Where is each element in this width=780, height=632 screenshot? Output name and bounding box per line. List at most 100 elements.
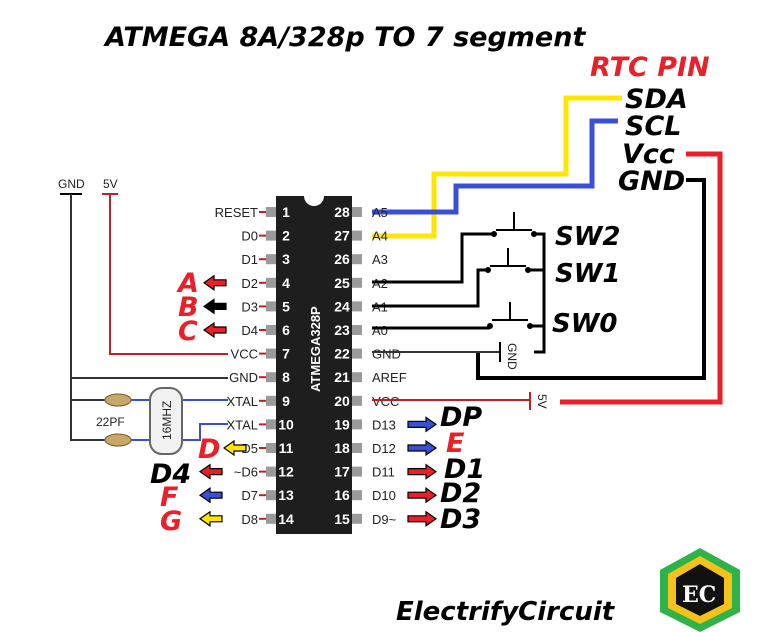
- left-pin-name: GND: [229, 370, 258, 385]
- signal-arrow-group: [198, 274, 438, 527]
- sda-wire: [372, 95, 622, 239]
- right-pin-23: [352, 325, 362, 335]
- segment-g-label: G: [160, 506, 182, 537]
- arrow-icon: [198, 487, 223, 504]
- left-pin-7: [266, 348, 276, 359]
- digit-d3-label: D3: [440, 504, 481, 535]
- atmega328p-chip: [276, 196, 352, 534]
- left-pin-name: D0: [241, 229, 258, 244]
- left-pin-name: RESET: [215, 205, 258, 220]
- left-pin-number: 14: [278, 511, 294, 527]
- right-pin-number: 18: [334, 440, 350, 456]
- right-pin-18: [352, 443, 362, 453]
- arrow-icon: [222, 439, 247, 457]
- digit-d2-label: D2: [440, 478, 481, 509]
- right-pin-15: [352, 513, 362, 524]
- right-pin-27: [352, 230, 362, 241]
- right-pin-name: A3: [372, 252, 388, 267]
- left-pin-number: 5: [282, 298, 290, 314]
- left-pin-12: [266, 466, 276, 477]
- pin20-vcc-label: 5V: [535, 394, 549, 409]
- right-pin-number: 28: [334, 204, 350, 220]
- right-pin-name: D13: [372, 417, 396, 432]
- segment-d-label: D: [198, 434, 220, 465]
- a1-switch-wire: [372, 268, 488, 308]
- left-pin-name: VCC: [231, 347, 258, 362]
- switch-sw1: [485, 248, 531, 273]
- crystal-16mhz: [149, 387, 183, 455]
- left-pin-number: 13: [278, 487, 294, 503]
- rtc-pin-scl: SCL: [625, 111, 681, 142]
- digit-d1-label: D1: [444, 454, 485, 485]
- cap-22pf-bottom: [104, 433, 132, 447]
- cap-label: 22PF: [96, 415, 125, 429]
- vcc-rail-wire: [109, 194, 228, 355]
- right-pin-number: 27: [334, 228, 350, 244]
- chip-notch: [304, 196, 324, 206]
- label-sw2: SW2: [555, 222, 621, 252]
- left-pin-name: ~D6: [234, 465, 258, 480]
- vcc-wire: [560, 151, 723, 405]
- right-pin-number: 23: [334, 322, 350, 338]
- cap-22pf-top: [104, 393, 132, 407]
- right-pin-name: D11: [372, 465, 395, 480]
- left-pin-name: D2: [241, 276, 258, 291]
- right-pin-number: 17: [334, 464, 350, 480]
- right-pin-number: 16: [334, 487, 350, 503]
- crystal-label: 16MHZ: [160, 401, 174, 440]
- segment-c-label: C: [178, 316, 198, 347]
- left-pin-3: [266, 254, 276, 265]
- right-pin-number: 15: [334, 511, 350, 527]
- right-pin-name: D10: [372, 488, 396, 503]
- left-pin-4: [266, 277, 276, 288]
- left-pin-name: XTAL: [226, 394, 258, 409]
- arrow-icon: [407, 439, 438, 457]
- brand-name: ElectrifyCircuit: [396, 597, 616, 627]
- right-pin-17: [352, 466, 362, 477]
- segment-e-label: E: [446, 428, 465, 459]
- left-pin-number: 6: [282, 322, 290, 338]
- right-pin-26: [352, 254, 362, 265]
- right-pin-name: A0: [372, 323, 388, 338]
- label-sw0: SW0: [552, 309, 618, 339]
- right-pin-16: [352, 490, 362, 501]
- brand-logo: EC: [660, 548, 740, 632]
- diagram-title: ATMEGA 8A/328p TO 7 segment: [103, 22, 586, 53]
- left-pin-group: 1RESET2D03D14D25D36D47VCC8GND9XTAL10XTAL…: [215, 204, 294, 527]
- vcc-rail-label: 5V: [103, 177, 118, 191]
- rtc-pin-gnd: GND: [618, 166, 685, 197]
- left-pin-name: XTAL: [226, 417, 258, 432]
- left-pin-number: 12: [278, 464, 294, 480]
- arrow-icon: [407, 487, 438, 504]
- right-pin-number: 25: [334, 275, 350, 291]
- arrow-icon: [202, 298, 227, 315]
- arrow-icon: [407, 510, 438, 527]
- right-pin-24: [352, 301, 362, 312]
- arrow-icon: [198, 463, 223, 480]
- left-pin-number: 3: [282, 251, 290, 267]
- arrow-icon: [202, 274, 227, 291]
- right-pin-name: A5: [372, 205, 388, 220]
- segment-f-label: F: [160, 482, 179, 513]
- gnd-rail-label: GND: [58, 177, 85, 191]
- segment-a-label: A: [176, 268, 199, 299]
- segment-b-label: B: [178, 292, 199, 323]
- arrow-icon: [407, 463, 438, 480]
- left-pin-number: 7: [282, 346, 290, 362]
- left-pin-number: 10: [278, 416, 294, 432]
- left-pin-name: D7: [241, 488, 258, 503]
- sw-gnd-label: GND: [505, 343, 519, 370]
- right-pin-28: [352, 207, 362, 217]
- chip-name: ATMEGA328P: [308, 306, 323, 392]
- left-pin-1: [266, 207, 276, 217]
- arrow-icon: [198, 510, 223, 527]
- left-pin-number: 8: [282, 369, 290, 385]
- left-pin-number: 9: [282, 393, 290, 409]
- right-pin-number: 26: [334, 251, 350, 267]
- left-pin-number: 11: [279, 440, 294, 456]
- label-sw1: SW1: [555, 259, 621, 289]
- left-pin-11: [266, 443, 276, 453]
- left-pin-number: 2: [282, 228, 290, 244]
